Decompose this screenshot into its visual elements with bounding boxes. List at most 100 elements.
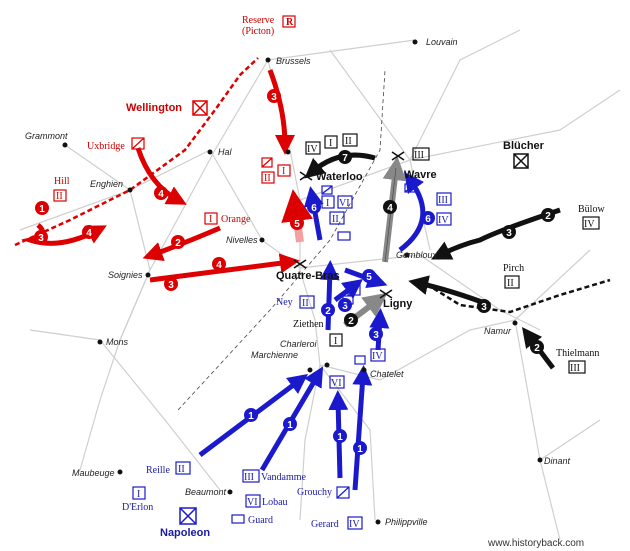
svg-text:2: 2 — [348, 316, 354, 327]
corps-box-icon — [568, 360, 586, 374]
guard-icon — [337, 231, 351, 241]
unit-prussian-iii: III — [414, 150, 424, 161]
unit-pirch-corps: II — [507, 278, 514, 289]
svg-text:2: 2 — [545, 211, 551, 222]
svg-text:7: 7 — [342, 153, 348, 164]
cavalry-icon — [404, 183, 416, 193]
unit-french-i: I — [326, 198, 329, 209]
road-network — [19, 29, 621, 541]
unit-reille-corps: II — [178, 464, 185, 475]
place-enghien: Enghien — [90, 179, 123, 189]
corps-box-icon — [436, 212, 452, 226]
commander-wellington: Wellington — [126, 102, 182, 114]
place-namur: Namur — [484, 326, 512, 336]
svg-text:1: 1 — [39, 204, 45, 215]
corps-box-icon — [305, 141, 321, 155]
unit-bulow: Bülow — [578, 204, 605, 215]
cavalry-icon — [336, 486, 350, 499]
unit-french-iii: III — [438, 195, 448, 206]
svg-text:6: 6 — [425, 214, 431, 225]
corps-box-icon — [329, 333, 343, 347]
unit-french-ii: II — [332, 214, 339, 225]
crossed-swords-icon — [293, 151, 405, 299]
prussian-movement-arrows — [304, 152, 561, 370]
commander-napoleon: Napoleon — [160, 527, 210, 539]
corps-box-icon — [347, 516, 363, 530]
place-chatelet: Chatelet — [370, 369, 404, 379]
battle-ligny: Ligny — [383, 298, 413, 310]
allied-cordon-line — [14, 57, 259, 247]
unit-vandamme: Vandamme — [261, 472, 307, 483]
corps-box-icon — [277, 164, 291, 177]
unit-gerard: Gerard — [311, 519, 339, 530]
corps-box-icon — [175, 461, 191, 475]
army-hq-icon — [179, 507, 197, 525]
unit-ney: Ney — [276, 297, 293, 308]
town-dots — [62, 39, 543, 525]
unit-charleroi-vi: VI — [331, 378, 342, 389]
battle-wavre: Wavre — [404, 169, 437, 181]
place-nivelles: Nivelles — [226, 235, 258, 245]
unit-thielmann-corps: III — [570, 363, 580, 374]
place-grammont: Grammont — [25, 131, 68, 141]
place-brussels: Brussels — [276, 56, 311, 66]
corps-box-icon — [329, 375, 345, 389]
svg-text:3: 3 — [38, 233, 44, 244]
unit-ziethen-corps: I — [334, 336, 337, 347]
corps-box-icon — [324, 135, 338, 149]
unit-prussian-iv: IV — [307, 144, 318, 155]
corps-box-icon — [321, 195, 335, 209]
svg-text:4: 4 — [158, 189, 164, 200]
cavalry-icon — [321, 185, 333, 195]
svg-text:1: 1 — [337, 432, 343, 443]
guard-icon — [231, 514, 245, 524]
corps-box-icon — [582, 216, 600, 230]
unit-prussian-ii: II — [345, 136, 352, 147]
unit-reille: Reille — [146, 465, 170, 476]
guard-icon — [342, 295, 354, 305]
corps-box-icon — [436, 192, 452, 206]
corps-box-icon — [412, 147, 430, 161]
svg-text:2: 2 — [325, 306, 331, 317]
svg-text:3: 3 — [342, 301, 348, 312]
prussian-cordon-line — [419, 278, 611, 314]
unit-french-iv: IV — [438, 215, 449, 226]
battle-quatre-bras: Quatre-Bras — [276, 270, 340, 282]
army-hq-icon — [513, 153, 529, 169]
unit-derlon: D'Erlon — [122, 502, 153, 513]
unit-uxbridge: Uxbridge — [87, 141, 125, 152]
unit-orange-corps: I — [209, 214, 212, 225]
svg-text:1: 1 — [248, 411, 254, 422]
unit-ligny-i: I — [352, 285, 355, 296]
place-mons: Mons — [106, 337, 129, 347]
cavalry-icon — [261, 157, 273, 168]
corps-box-icon — [53, 189, 67, 202]
place-charleroi: Charleroi — [280, 339, 318, 349]
corps-box-icon — [342, 133, 358, 147]
svg-text:2: 2 — [175, 238, 181, 249]
svg-text:3: 3 — [481, 302, 487, 313]
place-hal: Hal — [218, 147, 233, 157]
army-hq-icon — [192, 100, 208, 116]
unit-french-vi: VI — [339, 198, 350, 209]
unit-lobau-corps: VI — [247, 497, 258, 508]
place-gembloux: Gembloux — [396, 250, 438, 260]
corps-box-icon — [337, 195, 353, 209]
frontier-line — [177, 69, 386, 411]
corps-box-icon — [261, 171, 275, 184]
unit-reserve-sub: (Picton) — [242, 26, 274, 37]
prussian-grey-arrow-outline — [384, 167, 397, 263]
unit-thielmann: Thielmann — [556, 348, 599, 359]
corps-box-icon — [504, 275, 520, 289]
svg-text:6: 6 — [311, 203, 317, 214]
cavalry-icon — [131, 137, 145, 150]
unit-bulow-corps: IV — [584, 219, 595, 230]
unit-derlon-corps: I — [137, 489, 140, 500]
corps-box-icon — [242, 469, 260, 483]
unit-reserve-label: Reserve — [242, 15, 275, 26]
unit-hill-corps: II — [56, 191, 63, 202]
place-soignies: Soignies — [108, 270, 143, 280]
corps-box-icon — [347, 282, 361, 296]
